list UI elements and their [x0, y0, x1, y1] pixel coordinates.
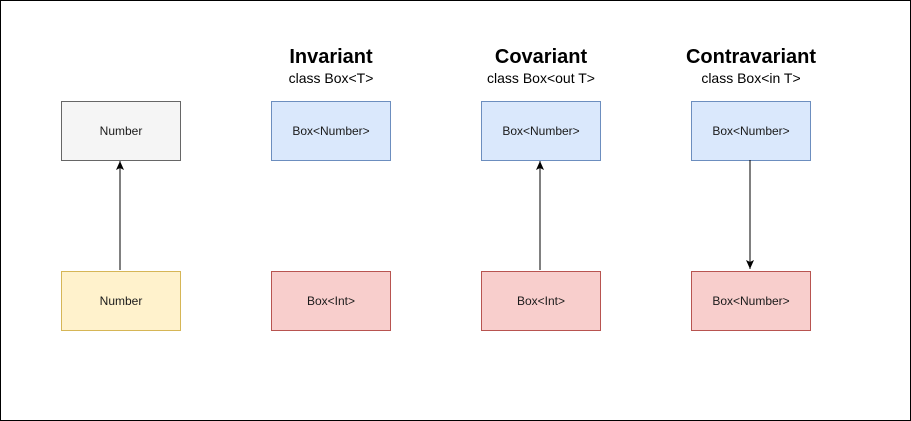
- covariant-subtitle: class Box<out T>: [487, 70, 595, 86]
- invariant-box-int: Box<Int>: [271, 271, 391, 331]
- base-number-subtype-box: Number: [61, 271, 181, 331]
- contravariant-box-number-bottom: Box<Number>: [691, 271, 811, 331]
- contravariant-title: Contravariant: [685, 46, 817, 68]
- base-number-box: Number: [61, 101, 181, 161]
- invariant-box-number: Box<Number>: [271, 101, 391, 161]
- invariant-title: Invariant: [289, 46, 373, 68]
- contravariant-box-number-top: Box<Number>: [691, 101, 811, 161]
- invariant-heading: Invariant class Box<T>: [231, 45, 431, 87]
- covariant-box-number: Box<Number>: [481, 101, 601, 161]
- covariant-title: Covariant: [494, 46, 588, 68]
- covariant-heading: Covariant class Box<out T>: [441, 45, 641, 87]
- contravariant-subtitle: class Box<in T>: [701, 70, 801, 86]
- covariant-box-int: Box<Int>: [481, 271, 601, 331]
- contravariant-heading: Contravariant class Box<in T>: [651, 45, 851, 87]
- invariant-subtitle: class Box<T>: [288, 70, 374, 86]
